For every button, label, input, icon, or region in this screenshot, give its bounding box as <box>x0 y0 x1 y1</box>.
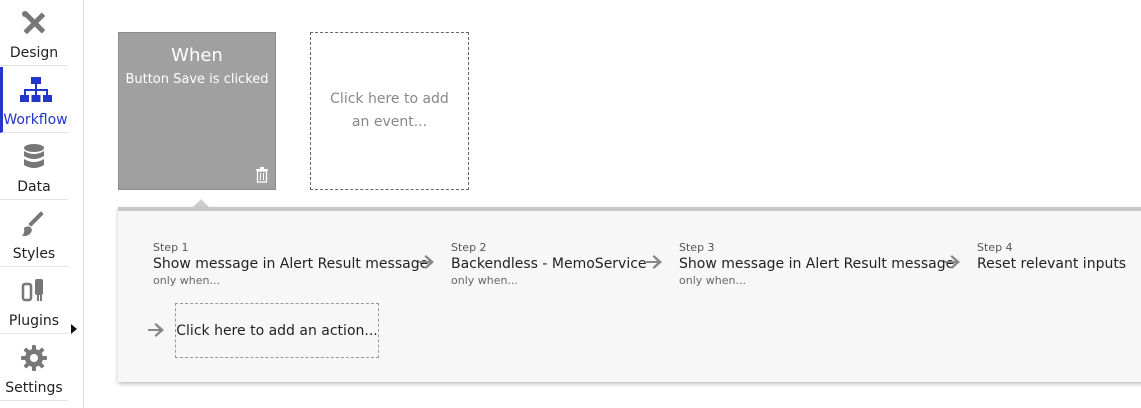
workflow-steps-panel: Step 1 Show message in Alert Result mess… <box>118 207 1141 382</box>
workflow-tree-icon <box>3 75 68 105</box>
workflow-step-2[interactable]: Step 2 Backendless - MemoService only wh… <box>451 241 647 287</box>
step-number: Step 3 <box>679 241 715 254</box>
add-action-button[interactable]: Click here to add an action... <box>175 303 379 358</box>
step-condition[interactable]: only when... <box>679 274 746 287</box>
sidebar-divider <box>68 0 84 408</box>
gear-icon <box>0 343 68 373</box>
step-number: Step 2 <box>451 241 487 254</box>
collapse-sidebar-arrow-icon[interactable] <box>71 324 77 334</box>
arrow-right-icon <box>148 323 164 337</box>
step-number: Step 1 <box>153 241 189 254</box>
trash-icon[interactable] <box>255 167 269 183</box>
panel-pointer <box>192 199 210 208</box>
paintbrush-icon <box>0 209 68 239</box>
sidebar-item-workflow[interactable]: Workflow <box>0 67 68 133</box>
sidebar-item-label: Data <box>17 179 51 195</box>
step-action: Show message in Alert Result message <box>679 256 955 272</box>
event-title: When <box>171 45 223 66</box>
step-action: Show message in Alert Result message <box>153 256 429 272</box>
sidebar-item-data[interactable]: Data <box>0 134 68 200</box>
workflow-step-4[interactable]: Step 4 Reset relevant inputs <box>977 241 1126 272</box>
sidebar-item-styles[interactable]: Styles <box>0 201 68 267</box>
sidebar-item-label: Settings <box>5 380 63 396</box>
plugin-icon <box>0 276 68 306</box>
sidebar-item-settings[interactable]: Settings <box>0 335 68 401</box>
sidebar-item-design[interactable]: Design <box>0 0 68 66</box>
arrow-right-icon <box>646 255 662 269</box>
add-event-button[interactable]: Click here to add an event... <box>310 32 469 190</box>
arrow-right-icon <box>944 255 960 269</box>
sidebar-item-label: Styles <box>12 246 56 262</box>
event-trigger: Button Save is clicked <box>125 72 269 87</box>
step-condition[interactable]: only when... <box>451 274 518 287</box>
sidebar-item-plugins[interactable]: Plugins <box>0 268 68 334</box>
editor-sidebar: Design Workflow Data <box>0 0 68 408</box>
step-action: Reset relevant inputs <box>977 256 1127 272</box>
sidebar-item-label: Workflow <box>3 112 68 128</box>
event-card[interactable]: When Button Save is clicked <box>118 32 276 190</box>
design-tools-icon <box>0 8 68 38</box>
step-number: Step 4 <box>977 241 1013 254</box>
workflow-step-1[interactable]: Step 1 Show message in Alert Result mess… <box>153 241 428 287</box>
sidebar-item-label: Plugins <box>8 313 60 329</box>
database-icon <box>0 142 68 172</box>
arrow-right-icon <box>418 255 434 269</box>
sidebar-item-label: Design <box>9 45 59 61</box>
step-action: Backendless - MemoService <box>451 256 647 272</box>
step-condition[interactable]: only when... <box>153 274 220 287</box>
workflow-step-3[interactable]: Step 3 Show message in Alert Result mess… <box>679 241 954 287</box>
